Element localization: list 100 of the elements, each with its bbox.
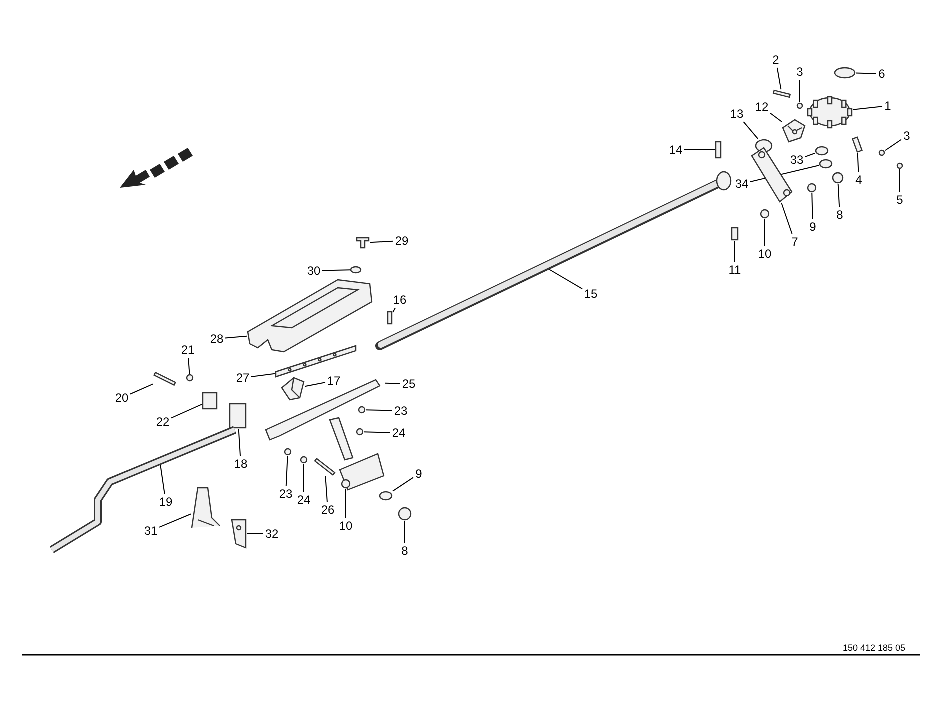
- callout-number: 15: [583, 287, 599, 301]
- leader-line: [384, 382, 401, 384]
- callout-number: 28: [209, 332, 225, 346]
- washer-circle: [815, 146, 829, 156]
- callout-number: 12: [754, 100, 770, 114]
- callout-number: 18: [233, 457, 249, 471]
- callout-number: 9: [414, 467, 424, 481]
- leader-line: [392, 477, 414, 492]
- leader-line: [225, 336, 248, 339]
- leader-line: [364, 432, 391, 434]
- callout-number: 8: [836, 208, 844, 222]
- pin-box: [852, 136, 863, 154]
- callout-number: 25: [401, 377, 417, 391]
- callout-number: 6: [878, 67, 886, 81]
- callout-number: 29: [394, 234, 410, 248]
- callout-number: 8: [400, 544, 410, 558]
- leader-line: [325, 476, 328, 502]
- block-box: [229, 403, 247, 429]
- leader-line: [188, 358, 190, 374]
- leader-line: [770, 112, 782, 122]
- plate-drawing: [231, 519, 247, 549]
- callout-number: 24: [296, 493, 312, 507]
- callout-number: 10: [757, 247, 773, 261]
- nut-circle: [796, 102, 804, 110]
- nut-circle: [186, 374, 194, 382]
- leader-line: [838, 184, 840, 208]
- pin-box: [715, 141, 722, 159]
- leader-line: [812, 192, 814, 220]
- plate-box: [202, 392, 218, 410]
- leader-line: [734, 240, 736, 262]
- valve-block-drawing: [782, 119, 806, 143]
- leader-line: [856, 72, 877, 74]
- drawing-number: 150 412 185 05: [842, 642, 907, 655]
- nut-circle: [878, 150, 886, 156]
- callout-number: 31: [143, 524, 159, 538]
- nut-circle: [896, 162, 904, 170]
- callout-number: 11: [728, 263, 742, 277]
- washer-circle: [760, 209, 770, 219]
- bolt-bar: [772, 90, 792, 98]
- bolt-drawing: [356, 237, 370, 249]
- leader-line: [885, 139, 902, 152]
- washer-circle: [379, 491, 393, 501]
- callout-number: 13: [729, 107, 745, 121]
- callout-number: 21: [180, 343, 196, 357]
- callout-number: 16: [392, 293, 408, 307]
- callout-number: 2: [772, 53, 780, 67]
- nut-circle: [356, 428, 364, 436]
- block-drawing: [281, 377, 305, 401]
- callout-number: 24: [391, 426, 407, 440]
- callout-number: 33: [789, 153, 805, 167]
- callout-number: 3: [796, 65, 804, 79]
- nut-circle: [832, 172, 844, 184]
- leader-line: [743, 122, 759, 140]
- callout-number: 27: [235, 371, 251, 385]
- callout-number: 26: [320, 503, 336, 517]
- leader-line: [322, 270, 350, 272]
- callout-number: 23: [393, 404, 409, 418]
- leader-line: [171, 404, 202, 419]
- callout-number: 4: [854, 173, 864, 187]
- leader-line: [805, 153, 816, 158]
- callout-number: 3: [902, 129, 912, 143]
- leader-line: [781, 202, 793, 234]
- hub-drawing: [807, 96, 853, 129]
- washer-circle: [284, 448, 292, 456]
- callout-number: 32: [264, 527, 280, 541]
- callout-number: 7: [790, 235, 800, 249]
- callout-number: 17: [326, 374, 342, 388]
- callout-number: 5: [896, 193, 904, 207]
- callout-number: 34: [734, 177, 750, 191]
- washer-circle: [341, 479, 351, 489]
- leader-line: [776, 68, 782, 90]
- cap-circle: [834, 67, 856, 79]
- callout-number: 22: [155, 415, 171, 429]
- leader-line: [251, 373, 276, 378]
- leader-line: [764, 218, 766, 246]
- washer-circle: [358, 406, 366, 414]
- callout-number: 10: [338, 519, 354, 533]
- leader-line: [130, 384, 154, 395]
- washer-circle: [350, 266, 362, 274]
- callout-number: 19: [158, 495, 174, 509]
- callout-number: 14: [668, 143, 684, 157]
- washer-circle: [819, 159, 833, 169]
- nut-circle: [398, 507, 412, 521]
- leader-line: [857, 152, 860, 172]
- handle-drawing: [50, 426, 237, 554]
- leader-line: [304, 382, 326, 388]
- callout-number: 20: [114, 391, 130, 405]
- callout-number: 9: [808, 220, 818, 234]
- callout-number: 23: [278, 487, 294, 501]
- leader-line: [404, 520, 406, 544]
- plate-drawing: [751, 147, 793, 203]
- leader-line: [392, 308, 396, 314]
- callout-number: 1: [884, 99, 892, 113]
- leader-line: [159, 514, 192, 528]
- washer-circle: [807, 183, 817, 193]
- callout-number: 30: [306, 264, 322, 278]
- nut-circle: [300, 456, 308, 464]
- leader-line: [370, 240, 394, 244]
- leader-line: [238, 428, 241, 456]
- bolt-box: [731, 227, 739, 241]
